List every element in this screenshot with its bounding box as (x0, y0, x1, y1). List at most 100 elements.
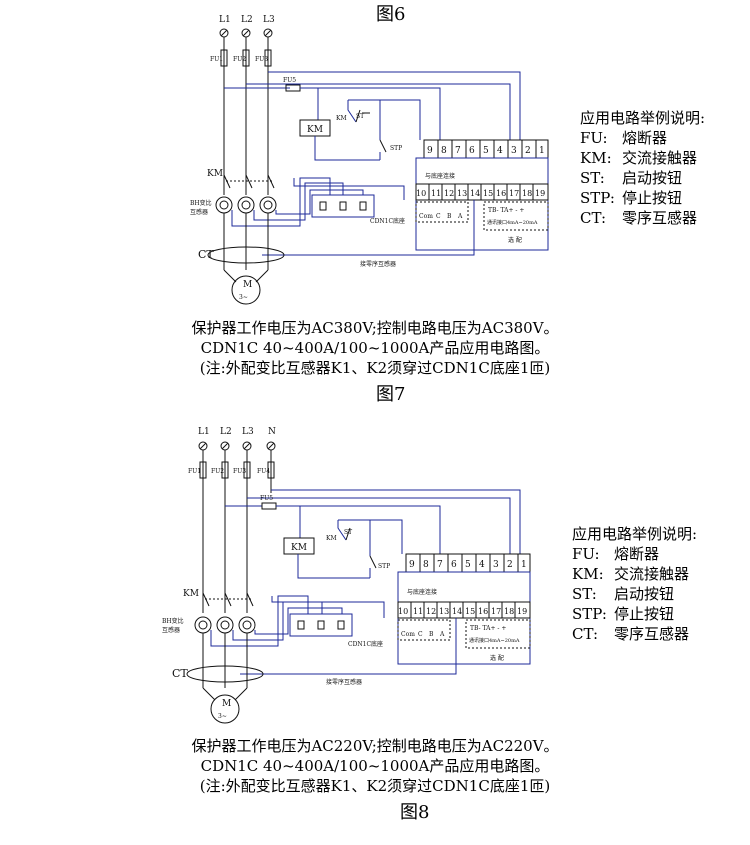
protector-bottom-terminals (397, 601, 531, 619)
phase-terminals (219, 28, 273, 38)
legend-desc-ct: 零序互感器 (614, 625, 690, 643)
com-label-b: B (447, 213, 452, 220)
base-connection-label: 与底座连接 (407, 588, 437, 596)
terminal-3: 3 (493, 560, 499, 570)
terminal-11: 11 (431, 189, 441, 198)
bh-label-2: 互感器 (190, 208, 208, 216)
km-coil-label: KM (307, 125, 323, 135)
terminal-4: 4 (479, 560, 485, 570)
terminal-14: 14 (452, 607, 462, 616)
terminal-1: 1 (521, 560, 527, 570)
legend-desc-km: 交流接触器 (614, 565, 690, 583)
bh-label-1: BH变比 (190, 199, 212, 207)
caption-2-line-2: CDN1C 40~400A/100~1000A产品应用电路图。 (200, 757, 550, 775)
legend-code-st: ST: (572, 585, 597, 603)
phase-label-l2: L2 (241, 15, 253, 25)
protector-body (415, 157, 549, 251)
km-main-contacts (223, 174, 275, 189)
fuse-label-fu3: FU3 (255, 56, 268, 63)
terminal-2: 2 (507, 560, 513, 570)
bh-label-2: 互感器 (162, 626, 180, 634)
zero-sequence-ct (186, 665, 264, 683)
legend-desc-fu: 熔断器 (614, 545, 660, 563)
terminal-16: 16 (496, 189, 506, 198)
cdn1c-base-label: CDN1C底座 (370, 217, 405, 225)
cdn1c-base (311, 194, 375, 218)
com-label-c: C (436, 213, 441, 220)
protector-bottom-terminals (415, 183, 549, 201)
cdn1c-base-label: CDN1C底座 (348, 640, 383, 648)
terminal-19: 19 (535, 189, 545, 198)
zero-sequence-label: 接零序互感器 (326, 678, 362, 686)
caption-2-line-1: 保护器工作电压为AC220V;控制电路电压为AC220V。 (191, 737, 559, 755)
fuse-label-fu1: FU1 (188, 468, 201, 475)
km-contact-label: KM (336, 115, 347, 122)
terminal-9: 9 (409, 560, 415, 570)
motor (231, 275, 261, 305)
fuse-label-fu5: FU5 (283, 77, 296, 84)
base-connection-label: 与底座连接 (425, 172, 455, 180)
legend-code-stp: STP: (572, 605, 607, 623)
terminal-18: 18 (522, 189, 532, 198)
optional-label: 选 配 (508, 236, 522, 244)
fuses (220, 49, 272, 67)
analog-terminal-labels: TB- TA+ - + (470, 625, 506, 632)
terminal-5: 5 (483, 146, 489, 156)
comm-group (415, 201, 469, 223)
ct-label: CT (198, 248, 214, 261)
com-label-b: B (429, 631, 434, 638)
km-coil (283, 537, 315, 555)
cdn1c-base (289, 613, 353, 637)
com-label-a: A (439, 631, 445, 638)
bh-current-transformers (194, 616, 256, 634)
stop-button-label: STP (390, 145, 402, 152)
stop-button-label: STP (378, 563, 390, 570)
terminal-17: 17 (491, 607, 501, 616)
terminal-9: 9 (427, 146, 433, 156)
terminal-18: 18 (504, 607, 514, 616)
terminal-8: 8 (441, 146, 447, 156)
phase-label-l1: L1 (198, 427, 210, 437)
com-label-a: A (457, 213, 463, 220)
phase-label-l1: L1 (219, 15, 231, 25)
km-main-contacts-label: KM (207, 169, 223, 179)
terminal-6: 6 (451, 560, 457, 570)
caption-2-line-3: (注:外配变比互感器K1、K2须穿过CDN1C底座1匝) (199, 777, 551, 795)
fuse-label-fu3: FU3 (233, 468, 246, 475)
phase-label-l3: L3 (263, 15, 275, 25)
terminal-16: 16 (478, 607, 488, 616)
com-label-com: Com (419, 213, 433, 220)
km-coil-label: KM (291, 543, 307, 553)
legend-diagram-2: 应用电路举例说明: FU:熔断器 KM:交流接触器 ST:启动按钮 STP:停止… (572, 524, 697, 644)
start-button-label: ST (356, 113, 364, 120)
figure-7-title: 图7 (376, 384, 406, 405)
terminal-6: 6 (469, 146, 475, 156)
protector-top-terminals (405, 553, 531, 573)
motor-3phase-label: 3~ (239, 294, 248, 301)
terminal-10: 10 (398, 607, 408, 616)
analog-terminal-labels: TB- TA+ - + (488, 207, 524, 214)
terminal-12: 12 (444, 189, 454, 198)
motor-m-label: M (243, 280, 252, 290)
phase-label-n: N (268, 427, 276, 437)
fuse-fu5 (261, 502, 277, 510)
legend-code-st: ST: (580, 169, 605, 187)
bh-current-transformers (215, 196, 277, 214)
circuit-diagram-220v: L1 L2 L3 N FU1 FU2 FU3 FU4 FU5 KM ST KM … (162, 427, 531, 724)
terminal-7: 7 (455, 146, 461, 156)
com-label-c: C (418, 631, 423, 638)
legend-desc-stp: 停止按钮 (614, 605, 675, 623)
caption-1-line-2: CDN1C 40~400A/100~1000A产品应用电路图。 (200, 339, 550, 357)
terminal-14: 14 (470, 189, 480, 198)
terminal-19: 19 (517, 607, 527, 616)
zero-sequence-ct (207, 246, 285, 264)
zero-sequence-label: 接零序互感器 (360, 260, 396, 268)
com-label-com: Com (401, 631, 415, 638)
terminal-15: 15 (465, 607, 475, 616)
figure-8-title: 图8 (400, 802, 430, 823)
legend-code-fu: FU: (572, 545, 600, 563)
fuses (199, 461, 275, 479)
legend-desc-fu: 熔断器 (622, 129, 668, 147)
caption-1-line-3: (注:外配变比互感器K1、K2须穿过CDN1C底座1匝) (199, 359, 551, 377)
legend-code-fu: FU: (580, 129, 608, 147)
